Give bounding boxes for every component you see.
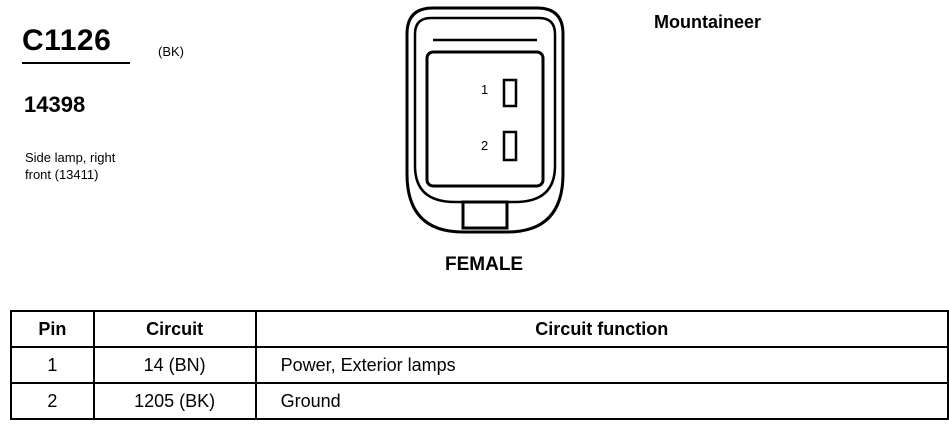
cell-circuit: 14 (BN) xyxy=(92,346,257,384)
cell-circuit-function: Power, Exterior lamps xyxy=(254,346,949,384)
connector-pin-cavity-area xyxy=(425,50,545,188)
header-pin: Pin xyxy=(10,310,95,348)
table-row: 2 1205 (BK) Ground xyxy=(10,382,949,420)
table-row: 1 14 (BN) Power, Exterior lamps xyxy=(10,346,949,384)
pin-1-label: 1 xyxy=(481,82,489,97)
pin-2-terminal xyxy=(502,130,518,162)
description-line-1: Side lamp, right xyxy=(25,150,116,165)
pin-table: Pin Circuit Circuit function 1 14 (BN) P… xyxy=(10,310,949,420)
description-line-2: front (13411) xyxy=(25,167,99,182)
connector-id: C1126 xyxy=(22,24,112,57)
pin-2-label: 2 xyxy=(481,138,489,153)
vehicle-name: Mountaineer xyxy=(654,12,762,32)
connector-inner-shell xyxy=(413,16,557,204)
connector-outer-shell xyxy=(405,6,565,234)
pin-1-terminal xyxy=(502,78,518,108)
cell-pin: 2 xyxy=(10,382,95,420)
connector-locking-tab xyxy=(461,200,509,230)
connector-gender-label: FEMALE xyxy=(445,254,524,275)
connector-color: (BK) xyxy=(158,44,184,59)
connector-description: Side lamp, right front (13411) xyxy=(25,149,115,183)
header-circuit-function: Circuit function xyxy=(254,310,949,348)
connector-id-underline xyxy=(22,62,130,64)
cell-circuit-function: Ground xyxy=(254,382,949,420)
connector-face-drawing xyxy=(405,6,565,234)
cell-pin: 1 xyxy=(10,346,95,384)
cell-circuit: 1205 (BK) xyxy=(92,382,257,420)
part-number: 14398 xyxy=(24,92,86,117)
header-circuit: Circuit xyxy=(92,310,257,348)
table-header-row: Pin Circuit Circuit function xyxy=(10,310,949,348)
